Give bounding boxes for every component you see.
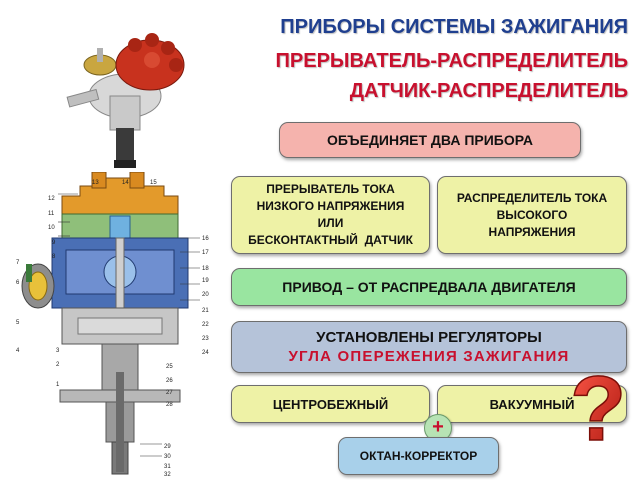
callout-31: 31 (164, 464, 171, 470)
callout-23: 23 (202, 336, 209, 342)
callout-14: 14 (122, 180, 129, 186)
callout-7: 7 (16, 260, 20, 266)
callout-24: 24 (202, 350, 209, 356)
callout-5: 5 (16, 320, 20, 326)
low-voltage-line-2: НИЗКОГО НАПРЯЖЕНИЯ (256, 199, 405, 213)
high-voltage-text: РАСПРЕДЕЛИТЕЛЬ ТОКА ВЫСОКОГО НАПРЯЖЕНИЯ (457, 190, 607, 241)
callout-4: 4 (16, 348, 20, 354)
high-voltage-line-2: ВЫСОКОГО (496, 207, 568, 222)
callout-17: 17 (202, 250, 209, 256)
centrifugal-regulator-box: ЦЕНТРОБЕЖНЫЙ (231, 385, 430, 423)
callout-9: 9 (52, 240, 56, 246)
high-voltage-distributor-box: РАСПРЕДЕЛИТЕЛЬ ТОКА ВЫСОКОГО НАПРЯЖЕНИЯ (437, 176, 627, 254)
low-voltage-text: ПРЕРЫВАТЕЛЬ ТОКА НИЗКОГО НАПРЯЖЕНИЯ ИЛИ … (248, 181, 413, 249)
distributor-cutaway-diagram: 12 11 10 9 8 7 6 5 4 3 2 1 13 14 15 16 1… (16, 172, 209, 478)
callout-21: 21 (202, 308, 209, 314)
vacuum-regulator-box: ВАКУУМНЫЙ (437, 385, 627, 423)
callout-22: 22 (202, 322, 209, 328)
callout-10: 10 (48, 225, 55, 231)
callout-1: 1 (56, 382, 60, 388)
callout-29: 29 (164, 444, 171, 450)
question-mark-icon: ? (569, 362, 622, 458)
high-voltage-line-3: НАПРЯЖЕНИЯ (488, 224, 576, 239)
low-voltage-line-3: ИЛИ (317, 216, 344, 230)
callout-20: 20 (202, 292, 209, 298)
title-line-2: ПРЕРЫВАТЕЛЬ-РАСПРЕДЕЛИТЕЛЬ (275, 50, 628, 72)
callout-26: 26 (166, 378, 173, 384)
callout-30: 30 (164, 454, 171, 460)
low-voltage-line-4: БЕСКОНТАКТНЫЙ ДАТЧИК (248, 233, 413, 247)
question-mark-glyph: ? (570, 362, 622, 458)
callout-13: 13 (92, 180, 99, 186)
callout-32: 32 (164, 472, 171, 478)
callout-18: 18 (202, 266, 209, 272)
callout-6: 6 (16, 280, 20, 286)
distributor-photo (66, 33, 185, 168)
callout-25: 25 (166, 364, 173, 370)
callout-12: 12 (48, 196, 55, 202)
regulators-line-2: УГЛА ОПЕРЕЖЕНИЯ ЗАЖИГАНИЯ (288, 348, 570, 365)
title-line-3: ДАТЧИК-РАСПРЕДЕЛИТЕЛЬ (349, 80, 628, 102)
callout-2: 2 (56, 362, 60, 368)
title-line-1: ПРИБОРЫ СИСТЕМЫ ЗАЖИГАНИЯ (280, 16, 628, 38)
callout-19: 19 (202, 278, 209, 284)
callout-8: 8 (52, 254, 56, 260)
combines-two-devices-box: ОБЪЕДИНЯЕТ ДВА ПРИБОРА (279, 122, 581, 158)
callout-3: 3 (56, 348, 60, 354)
low-voltage-line-1: ПРЕРЫВАТЕЛЬ ТОКА (266, 182, 395, 196)
low-voltage-breaker-box: ПРЕРЫВАТЕЛЬ ТОКА НИЗКОГО НАПРЯЖЕНИЯ ИЛИ … (231, 176, 430, 254)
callout-11: 11 (48, 211, 55, 217)
timing-regulators-box: УСТАНОВЛЕНЫ РЕГУЛЯТОРЫ УГЛА ОПЕРЕЖЕНИЯ З… (231, 321, 627, 373)
high-voltage-line-1: РАСПРЕДЕЛИТЕЛЬ ТОКА (456, 190, 608, 205)
callout-27: 27 (166, 390, 173, 396)
callout-15: 15 (150, 180, 157, 186)
octane-corrector-box: ОКТАН-КОРРЕКТОР (338, 437, 499, 475)
callout-16: 16 (202, 236, 209, 242)
drive-from-camshaft-box: ПРИВОД – ОТ РАСПРЕДВАЛА ДВИГАТЕЛЯ (231, 268, 627, 306)
regulators-line-1: УСТАНОВЛЕНЫ РЕГУЛЯТОРЫ (316, 329, 542, 346)
callout-28: 28 (166, 402, 173, 408)
